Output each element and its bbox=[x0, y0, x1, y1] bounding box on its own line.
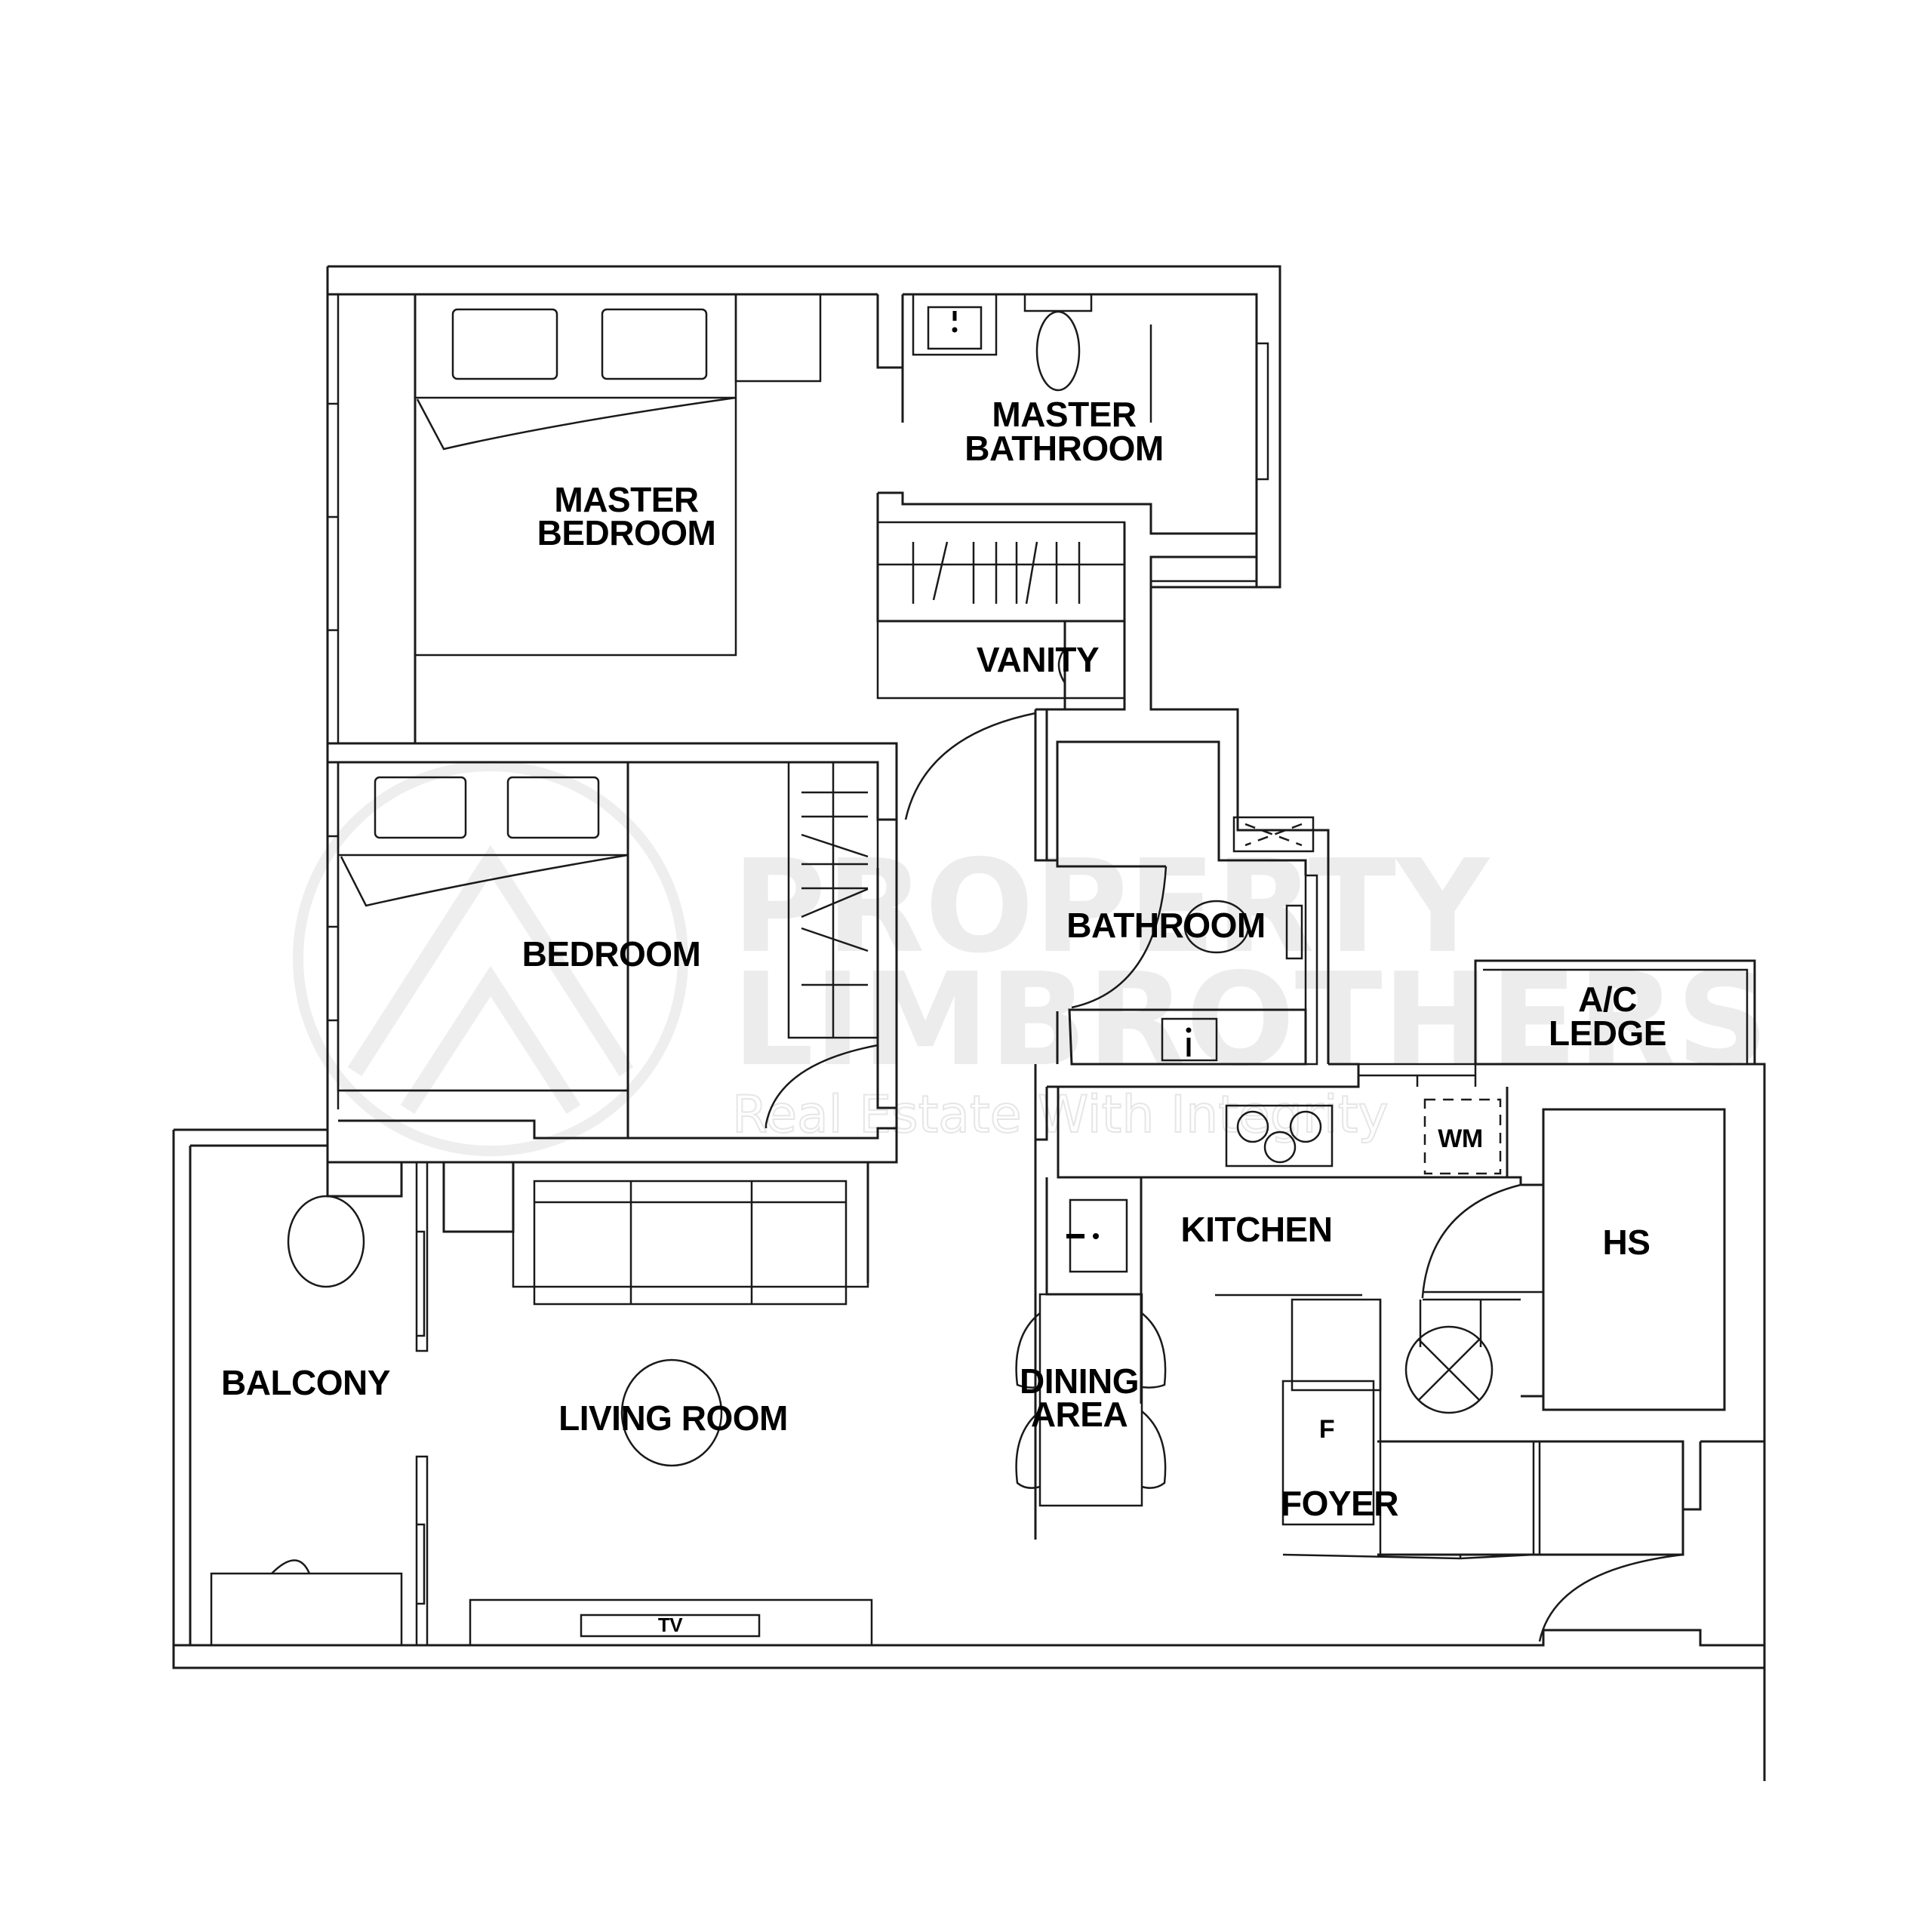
label-tv: TV bbox=[658, 1614, 683, 1636]
label-master-bathroom-2: BATHROOM bbox=[964, 429, 1163, 468]
label-bedroom: BEDROOM bbox=[522, 934, 701, 974]
bathroom-exhaust-icon bbox=[1232, 816, 1315, 853]
label-foyer: FOYER bbox=[1281, 1484, 1398, 1523]
coffee-table-icon bbox=[620, 1358, 723, 1467]
furniture bbox=[210, 293, 1684, 1647]
label-living-room: LIVING ROOM bbox=[558, 1398, 788, 1438]
room-labels: MASTER BEDROOM MASTER BATHROOM VANITY BE… bbox=[221, 395, 1666, 1636]
fridge-outline bbox=[1281, 1380, 1375, 1526]
label-master-bathroom-1: MASTER bbox=[992, 395, 1137, 434]
watermark-line1: PROPERTY bbox=[732, 832, 1491, 982]
label-wm: WM bbox=[1438, 1124, 1482, 1153]
watermark: PROPERTY LIMBROTHERS Real Estate With In… bbox=[293, 761, 1768, 1156]
master-toilet-icon bbox=[1023, 293, 1093, 392]
master-wardrobe-icon bbox=[876, 521, 1126, 700]
label-vanity: VANITY bbox=[977, 640, 1099, 679]
balcony-bench-icon bbox=[210, 1559, 403, 1647]
label-ac-ledge-2: LEDGE bbox=[1549, 1014, 1666, 1053]
label-dining-2: AREA bbox=[1031, 1395, 1128, 1434]
label-balcony: BALCONY bbox=[221, 1363, 390, 1402]
label-master-bedroom-1: MASTER bbox=[554, 480, 699, 519]
tv-console-icon bbox=[469, 1598, 873, 1647]
label-bathroom: BATHROOM bbox=[1066, 906, 1265, 945]
master-bath-sink-icon bbox=[912, 293, 998, 356]
dining-table-icon bbox=[1015, 1293, 1167, 1507]
bathroom-toilet-icon bbox=[1183, 900, 1303, 960]
washing-machine-outline bbox=[1423, 1098, 1502, 1175]
label-dining-1: DINING bbox=[1020, 1361, 1139, 1401]
ceiling-light-icon bbox=[1404, 1325, 1494, 1414]
label-fridge: F bbox=[1319, 1415, 1334, 1444]
bedroom-wardrobe-icon bbox=[787, 761, 879, 1039]
label-kitchen: KITCHEN bbox=[1181, 1210, 1333, 1249]
label-hs: HS bbox=[1603, 1223, 1651, 1262]
balcony-table-icon bbox=[287, 1195, 365, 1288]
sofa-icon bbox=[512, 1161, 869, 1306]
bedroom-bed-icon bbox=[337, 761, 629, 1092]
kitchen-sink-icon bbox=[1066, 1198, 1128, 1273]
master-bed-icon bbox=[414, 293, 822, 657]
label-master-bedroom-2: BEDROOM bbox=[537, 513, 716, 552]
bathroom-sink-icon bbox=[1161, 1017, 1218, 1062]
kitchen-hob-icon bbox=[1225, 1104, 1334, 1168]
label-ac-ledge-1: A/C bbox=[1578, 980, 1637, 1019]
watermark-logo-icon bbox=[293, 761, 688, 1156]
watermark-tagline: Real Estate With Integrity bbox=[732, 1085, 1389, 1145]
